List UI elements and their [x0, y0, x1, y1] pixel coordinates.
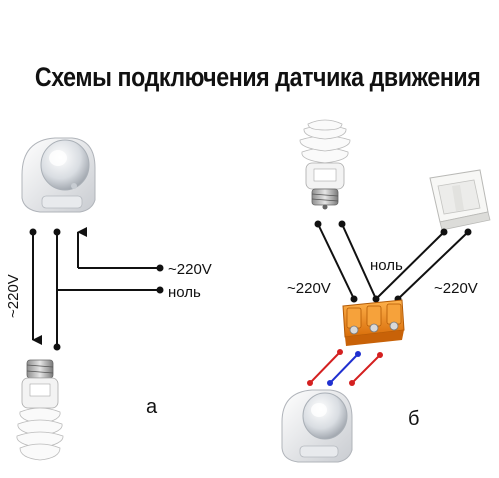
scheme-b-label: б [408, 408, 419, 430]
motion-sensor-a [21, 137, 96, 213]
scheme-b-wires [314, 220, 472, 303]
scheme-b-voltage-left: ~220V [287, 280, 331, 297]
scheme-b-neutral: ноль [370, 257, 403, 274]
cfl-bulb-b [299, 119, 351, 210]
terminal-block [342, 299, 405, 346]
motion-sensor-b [281, 389, 353, 463]
wall-switch [429, 169, 491, 231]
cfl-bulb-a [16, 359, 64, 461]
page-title: Схемы подключения датчика движения [34, 62, 481, 92]
scheme-a-neutral-terminal: ноль [168, 284, 201, 301]
scheme-a-label: а [146, 396, 158, 418]
sensor-leads [307, 349, 383, 386]
scheme-a-voltage-vertical: ~220V [5, 274, 22, 318]
scheme-a-line-terminal: ~220V [168, 261, 212, 278]
scheme-b-voltage-right: ~220V [434, 280, 478, 297]
scheme-a-wires [29, 227, 164, 351]
